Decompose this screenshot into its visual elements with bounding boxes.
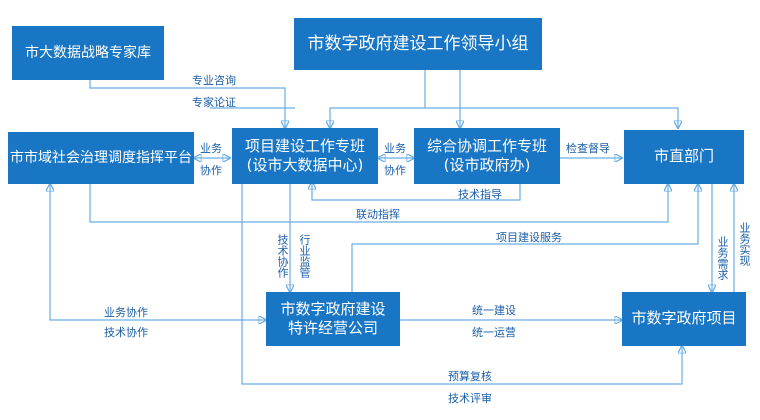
label-industry-supervise: 行业监管 [298, 234, 311, 278]
city-depts-label: 市直部门 [653, 147, 714, 166]
line-platform-company [50, 184, 266, 320]
label-biz-mid: 业务 [384, 142, 406, 155]
coord-team-line1: 综合协调工作专班 [426, 136, 547, 155]
leading-group-box: 市数字政府建设工作领导小组 [294, 18, 542, 70]
label-supervise: 检查督导 [566, 142, 610, 155]
label-tech-review: 技术评审 [448, 392, 492, 405]
gov-project-box: 市数字政府项目 [622, 292, 746, 346]
label-tech-collab: 技术协作 [276, 234, 289, 278]
label-unified-build: 统一建设 [472, 304, 516, 317]
label-biz-need: 业务需求 [716, 236, 729, 280]
label-linkage: 联动指挥 [356, 208, 400, 221]
label-consult: 专业咨询 [192, 74, 236, 87]
label-biz-left: 业务 [200, 142, 222, 155]
project-team-line1: 项目建设工作专班 [244, 136, 365, 155]
company-box: 市数字政府建设 特许经营公司 [266, 292, 400, 346]
expert-library-box: 市大数据战略专家库 [12, 26, 164, 80]
line-group-to-depts [490, 107, 678, 128]
coord-team-box: 综合协调工作专班 (设市政府办) [414, 128, 560, 184]
project-team-box: 项目建设工作专班 (设市大数据中心) [232, 128, 378, 184]
label-demonstrate: 专家论证 [192, 96, 236, 109]
label-tech-guide: 技术指导 [458, 188, 502, 201]
gov-project-label: 市数字政府项目 [631, 309, 737, 328]
label-biz-realize: 业务实现 [738, 222, 751, 266]
project-team-line2: (设市大数据中心) [246, 156, 364, 174]
label-collab-left: 协作 [200, 164, 222, 177]
label-collab-mid: 协作 [384, 164, 406, 177]
city-platform-box: 市市域社会治理调度指挥平台 [8, 132, 194, 184]
label-budget-review: 预算复核 [448, 370, 492, 383]
label-unified-ops: 统一运营 [472, 326, 516, 339]
line-expert-consult [89, 80, 285, 128]
city-platform-label: 市市域社会治理调度指挥平台 [10, 149, 192, 166]
city-depts-box: 市直部门 [624, 130, 744, 184]
company-line2: 特许经营公司 [287, 319, 378, 337]
line-budget-review [241, 184, 682, 385]
label-build-service: 项目建设服务 [496, 231, 562, 244]
line-tech-guide [312, 182, 521, 201]
company-line1: 市数字政府建设 [280, 299, 386, 318]
expert-library-label: 市大数据战略专家库 [25, 44, 151, 61]
leading-group-label: 市数字政府建设工作领导小组 [307, 33, 529, 54]
coord-team-line2: (设市政府办) [443, 156, 531, 174]
label-tech-collab2: 技术协作 [104, 326, 148, 339]
label-biz-collab: 业务协作 [104, 306, 148, 319]
line-build-service [351, 184, 698, 292]
line-group-to-project [330, 107, 425, 128]
